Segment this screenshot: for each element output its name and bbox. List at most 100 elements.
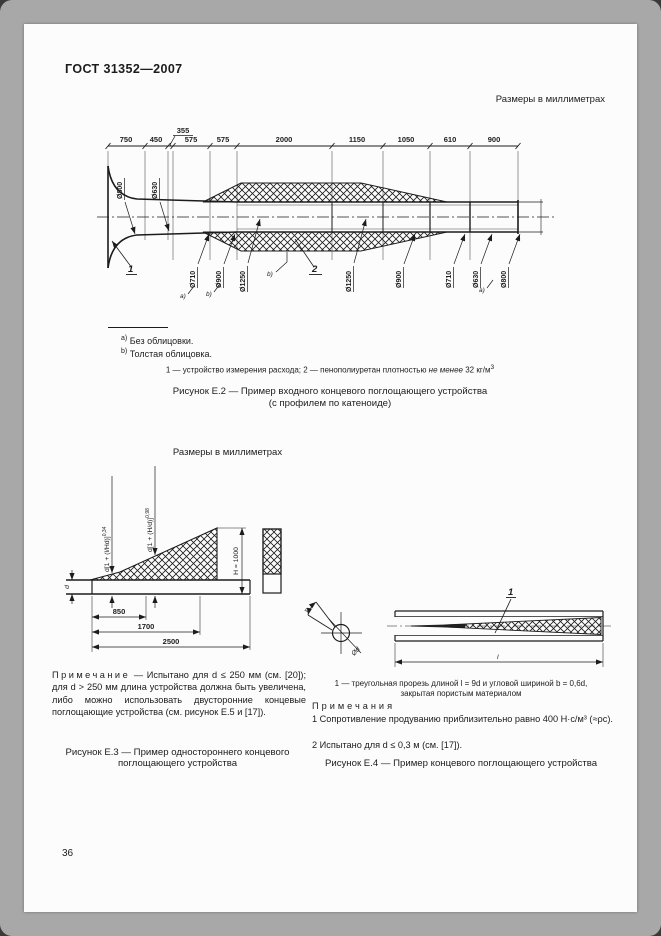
footnote-a: a) Без облицовки.: [121, 332, 193, 348]
units-note-top: Размеры в миллиметрах: [495, 94, 605, 105]
diam-label: Ø900: [216, 271, 223, 288]
lining-section-bar: [262, 528, 282, 594]
figure-e2-drawing: 750 450 575 575 2000 1150 1050 610 900 3…: [97, 126, 557, 300]
part-1-callout: 1: [494, 587, 516, 634]
dim-450: 450: [150, 135, 163, 144]
note-label: Примечание: [52, 670, 131, 680]
dim-h: H = 1000: [233, 528, 245, 594]
legend-part1: 1 — устройство измерения расхода; 2 — пе…: [165, 365, 429, 375]
dim-chains-bottom: [91, 596, 251, 652]
dim-850: 850: [113, 607, 126, 616]
footnote-a-mark: a): [121, 335, 128, 342]
diameter-callouts-top: Ø800 Ø630: [117, 178, 170, 235]
legend-part2: 32 кг/м: [462, 365, 491, 375]
dim-h-label: H = 1000: [233, 547, 240, 575]
diam-label: Ø900: [396, 271, 403, 288]
formula-left: d[1 + (l/Hd)]0,34: [102, 476, 115, 608]
formula-right-exp: 0,98: [145, 508, 151, 518]
figure-e2-caption-line2: (с профилем по катеноиде): [268, 398, 392, 409]
dim-chain-labels: 850 1700 2500: [113, 607, 180, 646]
footnote-rule: [108, 327, 168, 328]
diam-callout: Ø630: [473, 233, 493, 288]
callout-a: a): [479, 287, 485, 294]
callout-a: a): [180, 293, 186, 300]
figure-e4-notes-label: Примечания: [312, 701, 396, 711]
diam-callout: Ø710: [446, 233, 466, 288]
figure-e4-drawing: b Ød 1 l: [304, 587, 611, 667]
footnote-a-text: Без облицовки.: [129, 336, 194, 346]
diameter-label: Ød: [350, 646, 362, 658]
dim-355: 355: [177, 126, 190, 135]
dim-575a: 575: [185, 135, 198, 144]
figure-e3-drawing: d H = 1000 d[1 + (l/Hd)]0,34 d[1 + (H/d)…: [64, 466, 282, 652]
tube-outline: [394, 610, 604, 642]
svg-text:d[1 + (l/Hd)]0,34: d[1 + (l/Hd)]0,34: [102, 526, 111, 572]
diam-label: Ø630: [152, 182, 159, 199]
diam-callout: Ø710: [190, 233, 210, 288]
dim-d-label: d: [64, 585, 71, 589]
dimension-labels: 750 450 575 575 2000 1150 1050 610 900 3…: [120, 126, 501, 146]
dim-d: d: [64, 570, 75, 604]
dim-750: 750: [120, 135, 133, 144]
part-labels: 1 2: [111, 238, 322, 275]
part-2-label: 2: [311, 264, 318, 275]
figure-e4-legend-line1: 1 — треугольная прорезь длиной l = 9d и …: [334, 679, 588, 688]
formula-right-base: d[1 + (H/d)]: [147, 518, 154, 552]
figure-e2-caption-line1: Рисунок Е.2 — Пример входного концевого …: [172, 386, 488, 397]
figure-e4-note2: 2 Испытано для d ≤ 0,3 м (см. [17]).: [312, 740, 463, 750]
document-page: [24, 24, 637, 912]
dim-1700: 1700: [138, 622, 155, 631]
figure-e3-note: Примечание — Испытано для d ≤ 250 мм (см…: [52, 669, 306, 719]
letter-callouts: a) b) b) a): [180, 252, 494, 300]
diam-callout: Ø1250: [240, 218, 261, 292]
diam-label: Ø710: [446, 271, 453, 288]
figure-e3-caption: Рисунок Е.3 — Пример одностороннего конц…: [65, 747, 290, 769]
callout-b: b): [206, 291, 212, 298]
diam-label: Ø1250: [346, 271, 353, 292]
figure-e4-legend-line2: закрытая пористым материалом: [400, 689, 522, 698]
figure-e4-caption: Рисунок Е.4 — Пример концевого поглощающ…: [324, 758, 598, 769]
duct-base: [66, 579, 251, 595]
formula-left-exp: 0,34: [102, 526, 108, 536]
diam-label: Ø800: [501, 271, 508, 288]
svg-text:d[1 + (H/d)]0,98: d[1 + (H/d)]0,98: [145, 508, 154, 552]
footnote-b-mark: b): [121, 348, 128, 355]
length-label: l: [497, 654, 499, 661]
dim-900: 900: [488, 135, 501, 144]
dim-1150: 1150: [349, 135, 365, 144]
formula-left-base: d[1 + (l/Hd)]: [104, 536, 111, 572]
diam-callout: Ø900: [216, 233, 236, 288]
diameter-callouts-bottom: Ø710 Ø900 Ø1250 Ø1250 Ø900 Ø710: [190, 218, 521, 292]
diam-callout: Ø800: [501, 233, 521, 288]
diam-label: Ø800: [117, 182, 124, 199]
page-number: 36: [62, 848, 74, 859]
length-dimension: [394, 643, 604, 667]
standard-number-header: ГОСТ 31352—2007: [65, 62, 183, 76]
figure-e2-legend: 1 — устройство измерения расхода; 2 — пе…: [100, 364, 560, 375]
slit-section-view: [306, 601, 362, 654]
figure-e4-note1: 1 Сопротивление продуванию приблизительн…: [312, 714, 613, 724]
diam-label: Ø630: [473, 271, 480, 288]
footnote-b: b) Толстая облицовка.: [121, 345, 212, 361]
callout-b: b): [267, 271, 273, 278]
dim-2500: 2500: [163, 637, 180, 646]
part-1-label: 1: [508, 587, 513, 598]
diam-label: Ø1250: [240, 271, 247, 292]
footnote-b-text: Толстая облицовка.: [129, 349, 213, 359]
dim-575b: 575: [217, 135, 230, 144]
diam-label: Ø710: [190, 271, 197, 288]
dim-610: 610: [444, 135, 457, 144]
diam-callout: Ø900: [396, 233, 416, 288]
duct-outline: [107, 165, 543, 269]
note-text: — Испытано для d ≤ 250 мм (см. [20]); дл…: [52, 670, 306, 718]
legend-em: не менее: [428, 365, 463, 375]
foam-lining-hatch: [202, 182, 448, 252]
part-1-label: 1: [128, 264, 133, 275]
diam-callout: Ø1250: [346, 218, 367, 292]
dim-2000: 2000: [276, 135, 293, 144]
wedge-hatch: [89, 527, 246, 581]
porous-insert: [411, 617, 602, 635]
dim-1050: 1050: [398, 135, 415, 144]
legend-sup: 3: [490, 364, 495, 371]
angular-width-label: b: [304, 608, 311, 612]
